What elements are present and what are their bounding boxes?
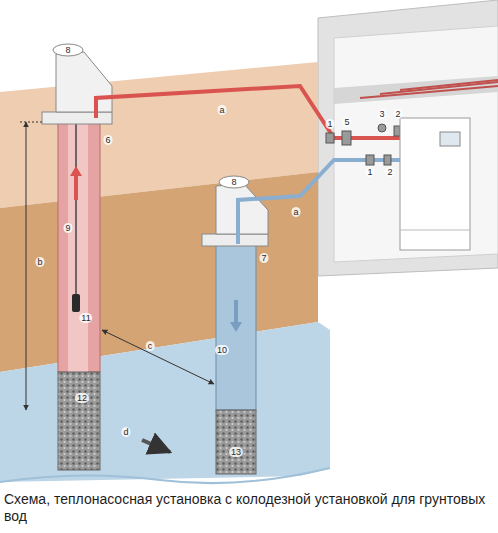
callout-label: 9 xyxy=(63,223,72,233)
figure-caption: Схема, теплонасосная установка с колодез… xyxy=(4,491,494,525)
callout-label: 8 xyxy=(229,177,238,187)
callout-label: 12 xyxy=(75,393,89,403)
callout-label: 8 xyxy=(63,45,72,55)
callout-label: 1 xyxy=(325,119,334,129)
callout-label: 7 xyxy=(259,253,268,263)
callout-label: 10 xyxy=(215,345,229,355)
callout-label: 2 xyxy=(393,109,402,119)
callout-label: b xyxy=(35,257,44,267)
callout-label: d xyxy=(121,427,130,437)
callout-label: c xyxy=(146,341,155,351)
callout-label: 6 xyxy=(103,135,112,145)
callout-label: a xyxy=(291,207,300,217)
callout-label: 1 xyxy=(365,167,374,177)
callout-label: 11 xyxy=(79,313,92,323)
callout-label: 5 xyxy=(342,117,351,127)
callout-label: 13 xyxy=(229,447,243,457)
callout-label: 3 xyxy=(377,109,386,119)
callout-label: a xyxy=(217,105,226,115)
callout-label: 2 xyxy=(385,167,394,177)
